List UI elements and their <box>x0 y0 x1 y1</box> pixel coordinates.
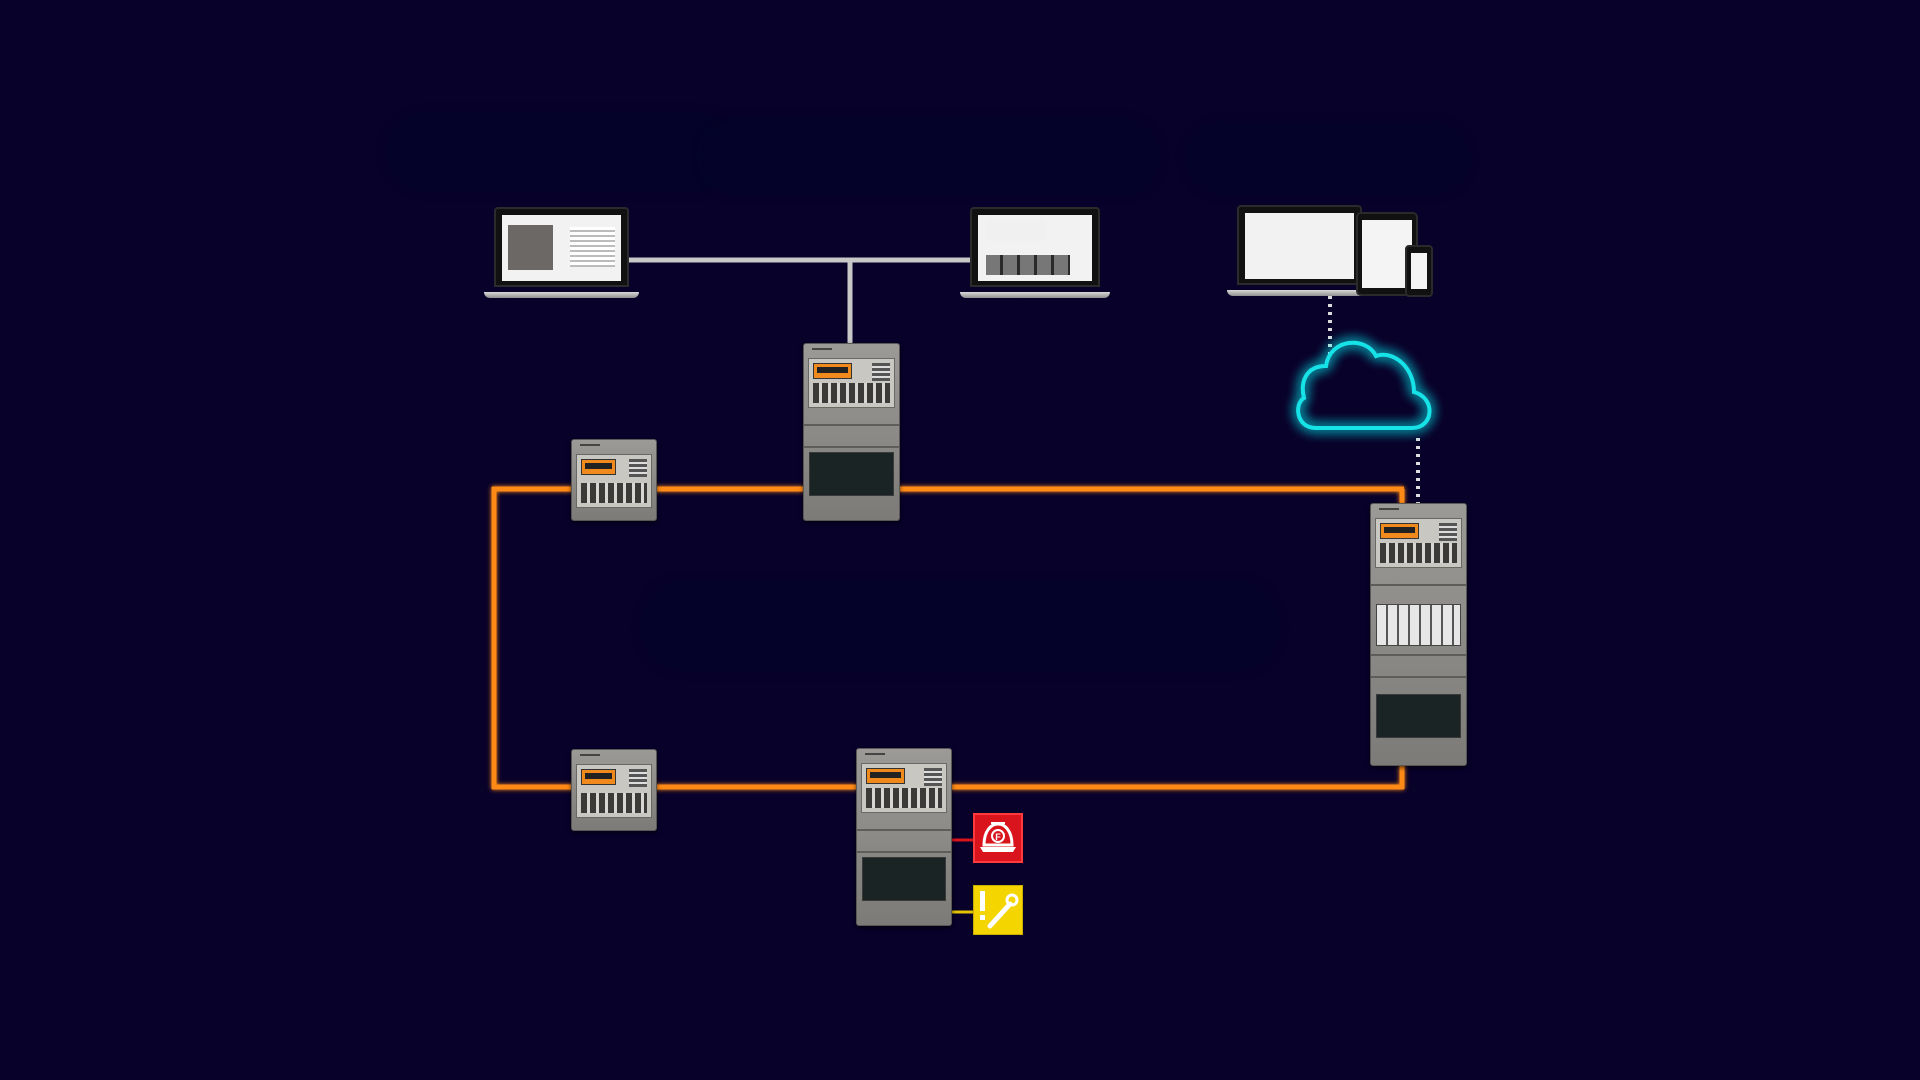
panel-brand <box>812 348 832 350</box>
phone-device[interactable] <box>1405 245 1433 297</box>
fault-indicator[interactable] <box>973 885 1023 935</box>
panel-brand <box>865 753 885 755</box>
panel-bottom-left[interactable] <box>571 749 657 831</box>
operator-panel <box>861 763 947 813</box>
mobile-devices[interactable] <box>1227 205 1372 296</box>
panel-display <box>866 768 905 784</box>
cloud-icon <box>1296 340 1432 430</box>
panel-keys <box>813 383 890 403</box>
laptop-right[interactable] <box>960 207 1110 298</box>
laptop-left[interactable] <box>484 207 639 298</box>
svg-text:F: F <box>995 832 1001 842</box>
panel-window <box>862 857 946 901</box>
laptop-screen <box>494 207 629 288</box>
wrench-warning-icon <box>980 891 1019 929</box>
keypad-icon <box>872 363 890 381</box>
operator-panel <box>808 358 895 408</box>
laptop-screen <box>1237 205 1362 286</box>
keypad-icon <box>1439 523 1457 541</box>
panel-bottom-center[interactable] <box>856 748 952 926</box>
label-placeholder-top-center <box>700 118 1160 196</box>
panel-top-left[interactable] <box>571 439 657 521</box>
keypad-icon <box>629 769 647 787</box>
laptop-base <box>960 292 1110 298</box>
firefighter-helmet-icon: F <box>980 822 1016 852</box>
operator-panel <box>576 764 652 818</box>
keypad-icon <box>924 768 942 786</box>
label-placeholder-center <box>640 580 1280 672</box>
operator-panel <box>1375 518 1462 568</box>
panel-display <box>813 363 853 379</box>
laptop-base <box>1227 290 1372 296</box>
panel-display <box>581 459 616 475</box>
panel-right-large[interactable] <box>1370 503 1467 766</box>
panel-keys <box>581 483 647 503</box>
panel-display <box>1380 523 1420 539</box>
operator-panel <box>576 454 652 508</box>
panel-brand <box>580 754 600 756</box>
panel-brand <box>580 444 600 446</box>
panel-keys <box>1380 543 1457 563</box>
laptop-screen <box>970 207 1100 288</box>
label-placeholder-top-right <box>1185 122 1470 194</box>
laptop-base <box>484 292 639 298</box>
fire-alarm-indicator[interactable]: F <box>973 813 1023 863</box>
keypad-icon <box>629 459 647 477</box>
panel-keys <box>866 788 942 808</box>
panel-brand <box>1379 508 1399 510</box>
indicator-modules <box>1376 604 1461 646</box>
panel-top-center[interactable] <box>803 343 900 521</box>
panel-keys <box>581 793 647 813</box>
label-placeholder-top-left <box>385 112 740 192</box>
panel-window <box>1376 694 1461 738</box>
panel-display <box>581 769 616 785</box>
panel-window <box>809 452 894 496</box>
